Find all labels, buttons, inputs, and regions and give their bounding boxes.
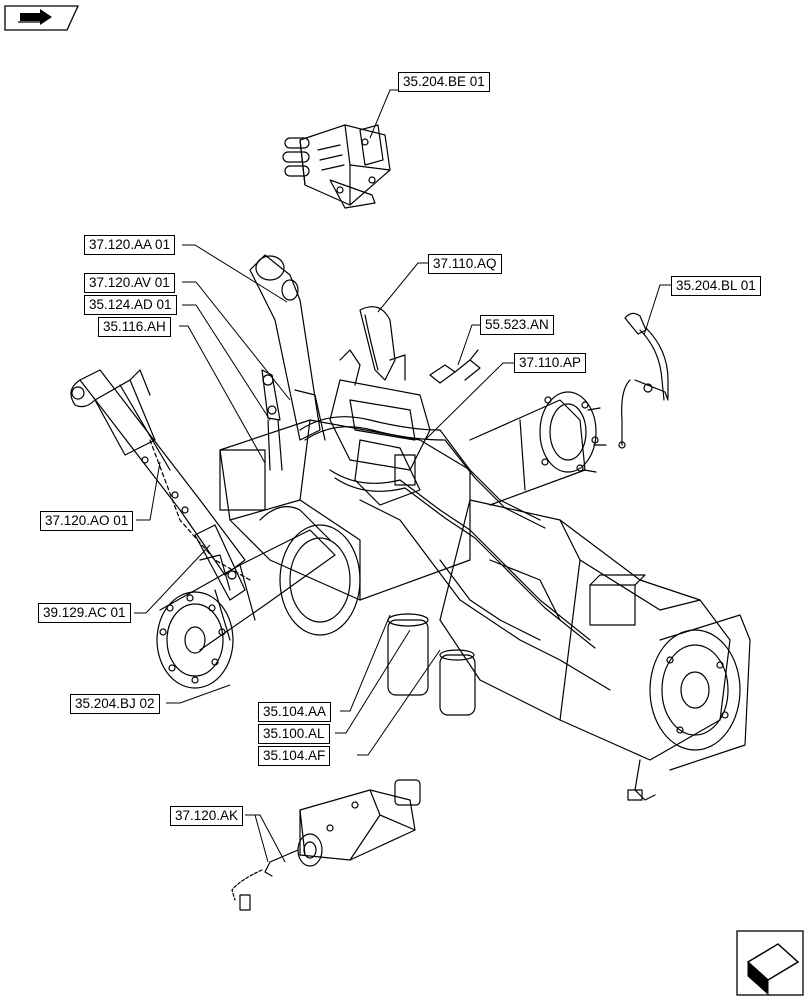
rear-axle-housing-illustration (156, 391, 751, 801)
callout-35-100-al[interactable]: 35.100.AL (258, 724, 330, 744)
drawbar-illustration (194, 524, 246, 601)
callout-35-116-ah[interactable]: 35.116.AH (98, 317, 171, 337)
callout-35-204-be-01[interactable]: 35.204.BE 01 (398, 72, 490, 92)
callout-35-104-af[interactable]: 35.104.AF (258, 746, 331, 766)
control-valve-illustration (329, 349, 431, 506)
lift-arm-illustration (249, 254, 326, 471)
next-page-button[interactable] (737, 931, 803, 995)
book-arrow-icon (4, 5, 80, 31)
callout-37-120-aa-01[interactable]: 37.120.AA 01 (84, 235, 176, 255)
leader-lines (134, 89, 671, 863)
callout-35-104-aa[interactable]: 35.104.AA (258, 702, 332, 722)
callout-55-523-an[interactable]: 55.523.AN (480, 315, 554, 335)
shift-lever-illustration (618, 312, 669, 449)
previous-section-tab[interactable] (5, 6, 78, 30)
lift-lever-illustration (359, 306, 406, 381)
callout-37-120-av-01[interactable]: 37.120.AV 01 (84, 273, 175, 293)
callout-35-124-ad-01[interactable]: 35.124.AD 01 (84, 295, 177, 315)
callout-37-120-ao-01[interactable]: 37.120.AO 01 (40, 511, 134, 531)
hydraulic-pipes-illustration (259, 416, 611, 691)
callout-37-110-aq[interactable]: 37.110.AQ (428, 254, 502, 274)
callout-37-120-ak[interactable]: 37.120.AK (170, 806, 244, 826)
callout-35-204-bj-02[interactable]: 35.204.BJ 02 (70, 694, 160, 714)
callout-35-204-bl-01[interactable]: 35.204.BL 01 (671, 276, 761, 296)
hitch-control-unit-illustration (231, 779, 421, 911)
callout-37-110-ap[interactable]: 37.110.AP (514, 353, 587, 373)
sensor-illustration (429, 349, 481, 384)
valve-block-illustration (282, 124, 391, 209)
callout-39-129-ac-01[interactable]: 39.129.AC 01 (38, 603, 131, 623)
next-page-arrow-icon (736, 930, 804, 996)
